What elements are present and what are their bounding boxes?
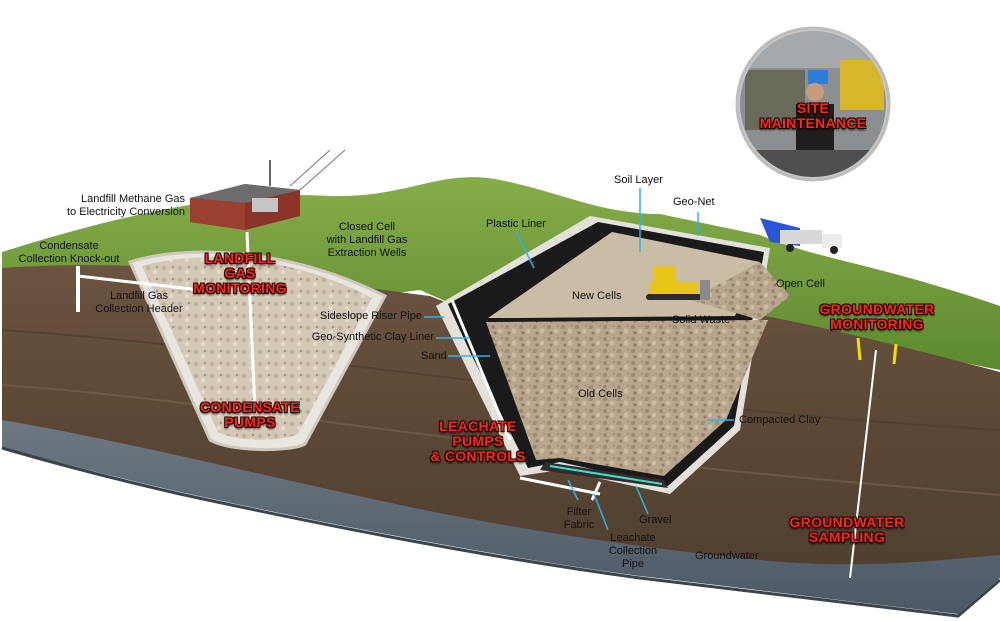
label-old-cells: Old Cells: [578, 388, 623, 400]
label-new-cells: New Cells: [572, 290, 622, 302]
label-gas-header: Landfill Gas Collection Header: [95, 290, 183, 315]
label-gravel: Gravel: [639, 514, 672, 526]
label-geo-net: Geo-Net: [673, 196, 715, 208]
callout-gw-monitoring: GROUNDWATER MONITORING: [819, 301, 935, 332]
label-open-cell: Open Cell: [776, 278, 825, 290]
dump-truck: [760, 218, 842, 254]
leader-lines: [424, 188, 734, 531]
label-groundwater: Groundwater: [695, 550, 759, 562]
groundwater-bottom: [1, 446, 1000, 618]
strata-line: [1, 329, 1000, 431]
label-leachate-pipe: Leachate Collection Pipe: [608, 532, 658, 570]
label-plastic-liner: Plastic Liner: [486, 218, 546, 230]
open-cell-slope: [690, 262, 790, 320]
callout-condensate-pumps: CONDENSATE PUMPS: [200, 399, 300, 430]
closed-cell: [76, 231, 388, 452]
label-sand: Sand: [421, 350, 447, 362]
label-solid-waste: Solid Waste: [672, 314, 731, 326]
label-condensate-knockout: Condensate Collection Knock-out: [18, 240, 120, 265]
label-compacted-clay: Compacted Clay: [739, 414, 821, 426]
strata-line: [1, 384, 1000, 496]
closed-cell-waste: [142, 257, 372, 440]
gas-well-pipe: [245, 231, 257, 411]
label-filter-fabric: Filter Fabric: [563, 506, 595, 531]
label-clay-liner: Geo-Synthetic Clay Liner: [311, 331, 434, 343]
gas-header-pipe: [77, 274, 201, 292]
groundwater-band: [2, 420, 1000, 614]
old-cells: [486, 320, 768, 476]
label-soil-layer: Soil Layer: [614, 174, 663, 186]
label-methane-conversion: Landfill Methane Gas to Electricity Conv…: [67, 193, 185, 218]
sideslope-riser: [450, 299, 512, 441]
gw-monitoring-well: [849, 337, 898, 579]
callout-site-maintenance: SITE MAINTENANCE: [759, 100, 867, 131]
site-maintenance-photo: [735, 26, 891, 182]
callout-leachate-pumps: LEACHATE PUMPS & CONTROLS: [430, 418, 526, 464]
callout-gas-monitoring: LANDFILL GAS MONITORING: [193, 250, 287, 296]
callout-gw-sampling: GROUNDWATER SAMPLING: [789, 514, 905, 545]
label-sideslope-riser: Sideslope Riser Pipe: [319, 310, 422, 322]
leachate-pipe: [549, 465, 663, 485]
bulldozer: [646, 266, 710, 300]
power-building: [190, 149, 346, 230]
label-closed-cell: Closed Cell with Landfill Gas Extraction…: [326, 221, 408, 259]
